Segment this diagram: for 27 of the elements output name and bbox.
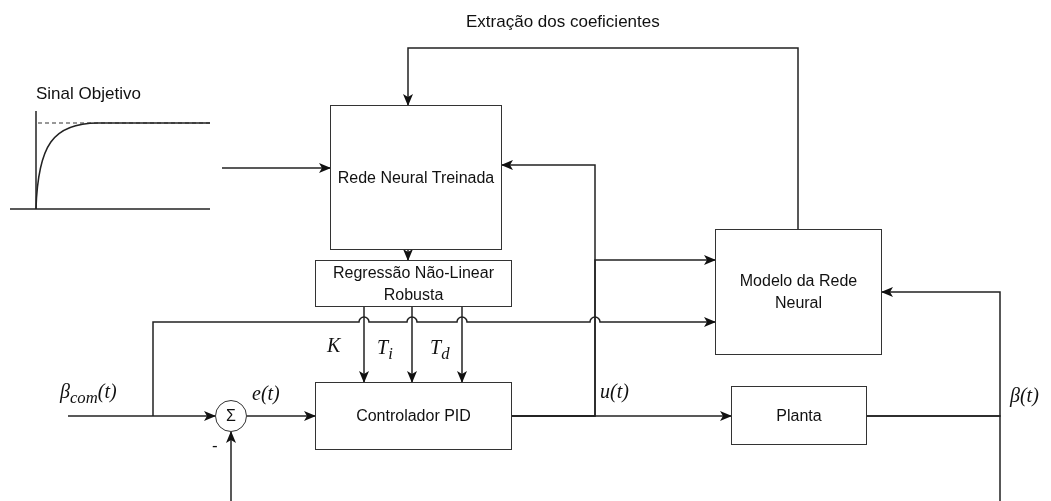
- edge-label: T$_{i}$: [377, 336, 393, 364]
- arrow: [407, 306, 417, 383]
- arrow: [403, 47, 799, 230]
- process-box: Rede Neural Treinada: [330, 105, 502, 250]
- arrow: [457, 306, 467, 383]
- arrow: [152, 316, 716, 417]
- arrow: [246, 411, 316, 421]
- edge-label: β$_{com}$(t): [60, 380, 117, 408]
- process-box: Regressão Não-Linear Robusta: [315, 260, 512, 307]
- sign-label: -: [212, 436, 218, 456]
- edge-label: u(t): [600, 380, 629, 403]
- summing-junction: Σ: [215, 400, 247, 432]
- arrow: [67, 411, 216, 421]
- arrow: [221, 163, 331, 173]
- process-box: Controlador PID: [315, 382, 512, 450]
- process-box: Modelo da Rede Neural: [715, 229, 882, 355]
- arrow: [226, 431, 236, 501]
- edge-label: β(t): [1010, 384, 1039, 407]
- edge-label: e(t): [252, 382, 280, 405]
- edge-label: Extração dos coeficientes: [466, 12, 660, 32]
- edge-label: T$_{d}$: [430, 336, 450, 364]
- plot-title: Sinal Objetivo: [36, 84, 141, 104]
- arrow: [359, 306, 369, 383]
- edge-label: K: [327, 334, 341, 357]
- arrow: [403, 249, 413, 261]
- arrow: [511, 411, 732, 421]
- process-box: Planta: [731, 386, 867, 445]
